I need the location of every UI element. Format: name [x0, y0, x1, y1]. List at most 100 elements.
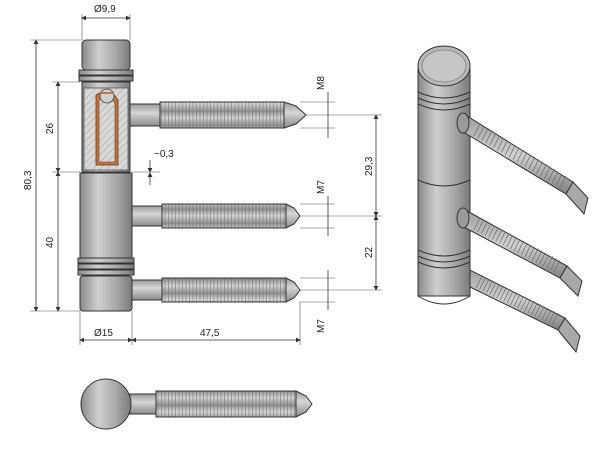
iso-thread-line: [481, 128, 489, 141]
iso-thread-line: [491, 227, 499, 240]
iso-cylinder: [417, 67, 471, 297]
iso-thread-line: [482, 279, 490, 292]
front-view: Ø9,9 80,3 26 40 ~0,3 Ø15 47,5 M8 M7 M7 2…: [23, 4, 382, 345]
dim-bottom-diameter: Ø15: [94, 328, 113, 339]
dim-gap: ~0,3: [154, 149, 174, 160]
iso-thread-line: [473, 123, 481, 137]
iso-thread-line: [542, 254, 550, 267]
iso-thread-line: [551, 312, 559, 326]
iso-thread-line: [510, 236, 517, 250]
isometric-view: [417, 45, 589, 354]
iso-thread-line: [516, 149, 524, 163]
iso-thread-line: [528, 246, 535, 259]
top-view: [80, 378, 313, 430]
lower-body: [79, 172, 133, 259]
iso-thread-line: [493, 135, 500, 148]
iso-thread-line: [477, 126, 485, 139]
iso-thread-line: [502, 233, 510, 246]
iso-thread-line: [485, 130, 493, 144]
iso-thread-line: [551, 171, 559, 184]
iso-thread-line: [553, 259, 561, 273]
iso-thread-line: [544, 309, 552, 322]
iso-thread-line: [559, 175, 567, 189]
iso-thread-line: [536, 161, 543, 174]
iso-thread-line: [477, 219, 484, 233]
iso-thread-line: [555, 173, 563, 186]
iso-thread-line: [492, 284, 500, 297]
iso-thread-line: [531, 248, 539, 261]
iso-thread-line: [475, 275, 483, 289]
iso-thread-line: [513, 294, 521, 307]
iso-thread-line: [486, 280, 493, 294]
dim-middle-thread: M7: [316, 180, 327, 194]
lower-pin: [131, 277, 301, 303]
iso-thread-line: [524, 154, 532, 167]
iso-thread-line: [497, 138, 504, 151]
iso-thread-line: [496, 285, 504, 299]
top-view-circle: [80, 378, 132, 430]
dim-total-height: 80,3: [23, 170, 34, 190]
iso-thread-line: [540, 164, 547, 177]
iso-thread-line: [510, 292, 517, 305]
dimension-lines: [30, 14, 382, 345]
dim-upper-thread: M8: [316, 76, 327, 90]
iso-grooves: [417, 91, 471, 269]
lower-grooves: [77, 257, 135, 276]
iso-thread-line: [488, 225, 495, 238]
iso-thread-line: [537, 306, 545, 319]
top-cap: [81, 39, 131, 71]
dim-spacing-lower: 22: [364, 246, 375, 258]
iso-thread-line: [524, 299, 531, 312]
iso-thread-line: [527, 301, 535, 314]
iso-thread-line: [547, 168, 555, 182]
bottom-cap: [79, 275, 133, 312]
iso-upper-pin: [456, 112, 589, 216]
upper-pin: [129, 101, 307, 129]
iso-thread-line: [520, 242, 528, 255]
iso-thread-line: [489, 133, 496, 146]
upper-grooves: [78, 69, 134, 82]
iso-thread-line: [512, 147, 520, 160]
dim-upper-body: 26: [45, 122, 56, 134]
iso-lower-pin: [461, 268, 581, 354]
iso-middle-pin: [456, 207, 583, 297]
iso-thread-line: [473, 217, 481, 231]
iso-thread-line: [508, 145, 516, 158]
iso-thread-line: [499, 287, 507, 300]
iso-thread-line: [479, 277, 486, 290]
iso-thread-line: [480, 221, 488, 234]
iso-thread-line: [544, 166, 551, 179]
iso-thread-line: [530, 302, 538, 316]
iso-thread-line: [503, 289, 510, 302]
iso-thread-line: [548, 311, 555, 324]
dim-top-diameter: Ø9,9: [94, 4, 116, 15]
iso-thread-lines: [473, 123, 567, 326]
dim-spacing-upper: 29,3: [364, 156, 375, 176]
iso-thread-line: [495, 229, 503, 242]
dim-pin-length: 47,5: [200, 328, 220, 339]
iso-thread-line: [520, 152, 528, 165]
iso-thread-line: [535, 250, 543, 263]
iso-thread-line: [524, 244, 532, 257]
iso-thread-line: [550, 257, 557, 271]
iso-thread-line: [501, 140, 508, 153]
iso-thread-line: [520, 297, 528, 311]
iso-thread-line: [532, 159, 539, 172]
middle-pin: [131, 203, 301, 229]
iso-thread-line: [528, 156, 536, 170]
dim-lower-thread: M7: [316, 319, 327, 333]
iso-thread-line: [489, 282, 497, 295]
iso-thread-line: [517, 240, 524, 254]
iso-thread-line: [513, 238, 521, 252]
iso-thread-line: [506, 235, 514, 248]
iso-thread-line: [506, 290, 514, 304]
iso-thread-line: [484, 223, 492, 236]
iso-thread-line: [504, 142, 512, 156]
iso-thread-line: [499, 231, 506, 244]
iso-thread-line: [534, 304, 542, 317]
section-cut: [83, 87, 129, 171]
iso-thread-line: [539, 252, 546, 265]
iso-thread-line: [517, 296, 524, 309]
